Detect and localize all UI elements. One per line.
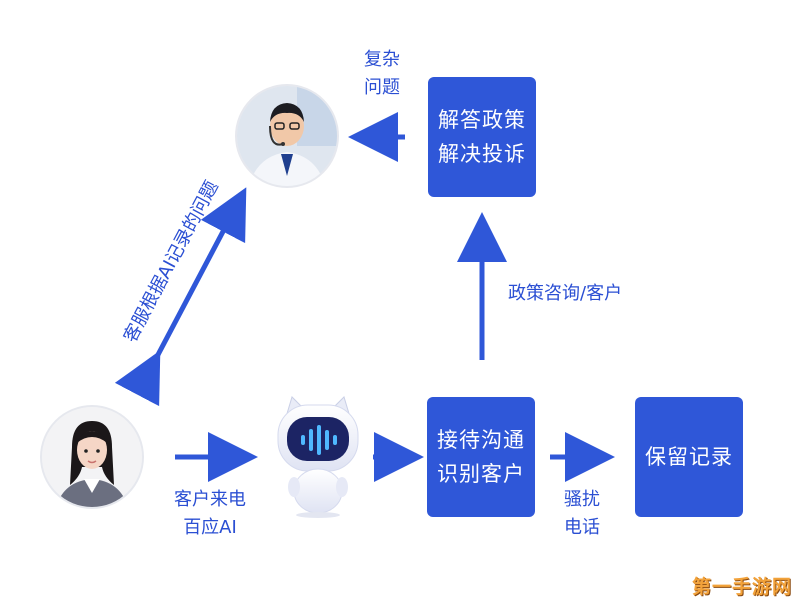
customer-figure-icon bbox=[42, 407, 142, 507]
customer-avatar bbox=[42, 407, 142, 507]
harassment-call-label: 骚扰 电话 bbox=[564, 489, 600, 538]
policy-consult-label: 政策咨询/客户 bbox=[508, 283, 623, 304]
site-watermark: 第一手游网 bbox=[691, 576, 792, 598]
keep-record-box: 保留记录 bbox=[635, 397, 743, 517]
agent-avatar bbox=[237, 86, 337, 186]
ai-robot-icon bbox=[277, 396, 359, 518]
agent-figure-icon bbox=[237, 86, 337, 186]
complex-problem-label: 复杂 问题 bbox=[364, 49, 400, 98]
answer-policy-box: 解答政策 解决投诉 bbox=[428, 77, 536, 197]
reception-box: 接待沟通 识别客户 bbox=[427, 397, 535, 517]
incoming-call-label: 客户来电 百应AI bbox=[174, 489, 246, 538]
double-arrow bbox=[114, 187, 247, 407]
